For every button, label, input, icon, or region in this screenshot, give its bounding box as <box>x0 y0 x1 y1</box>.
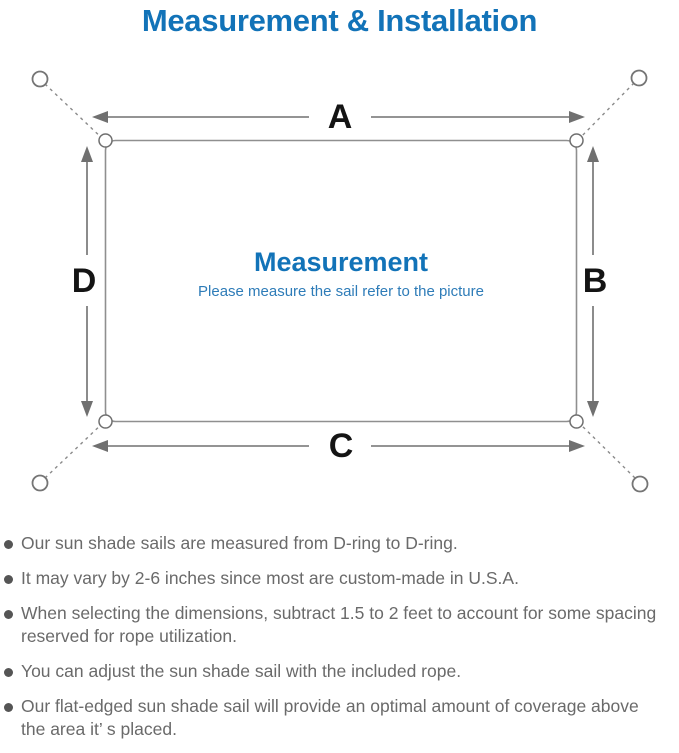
rope-line-bottom-right <box>576 420 636 479</box>
dimension-label-a: A <box>327 98 353 136</box>
note-text: When selecting the dimensions, subtract … <box>21 603 657 646</box>
rope-line-top-left <box>44 83 106 142</box>
arrow-a-left-head-icon <box>92 111 108 123</box>
dimension-label-b: B <box>582 262 608 300</box>
bullet-dot-icon <box>4 703 13 712</box>
measurement-heading: Measurement <box>253 247 429 277</box>
note-item: Our flat-edged sun shade sail will provi… <box>0 695 679 741</box>
rope-line-top-right <box>576 82 635 142</box>
note-text: Our flat-edged sun shade sail will provi… <box>21 696 639 739</box>
anchor-rings <box>31 69 649 493</box>
dimension-label-d: D <box>71 262 97 300</box>
d-ring-top-left-icon <box>98 133 113 148</box>
bullet-dot-icon <box>4 668 13 677</box>
measurement-callout: Measurement Please measure the sail refe… <box>198 246 484 301</box>
anchor-ring-bottom-right-icon <box>631 475 649 493</box>
sail-outline <box>104 139 578 423</box>
sail-measurement-diagram <box>31 69 649 493</box>
rope-line-bottom-left <box>44 420 106 479</box>
arrow-d-top-head-icon <box>81 146 93 162</box>
notes-list: Our sun shade sails are measured from D-… <box>0 532 679 753</box>
bullet-dot-icon <box>4 575 13 584</box>
dimension-arrows <box>81 111 599 452</box>
note-text: It may vary by 2-6 inches since most are… <box>21 568 519 588</box>
dimension-label-c: C <box>328 427 354 465</box>
anchor-ring-bottom-left-icon <box>31 474 49 492</box>
page-title: Measurement & Installation <box>141 3 538 38</box>
note-item: Our sun shade sails are measured from D-… <box>0 532 679 555</box>
measurement-caption: Please measure the sail refer to the pic… <box>198 283 484 301</box>
corner-d-rings <box>98 133 584 429</box>
bullet-dot-icon <box>4 610 13 619</box>
note-item: You can adjust the sun shade sail with t… <box>0 660 679 683</box>
anchor-ring-top-left-icon <box>31 70 49 88</box>
arrow-b-bottom-head-icon <box>587 401 599 417</box>
arrow-a-right-head-icon <box>569 111 585 123</box>
bullet-dot-icon <box>4 540 13 549</box>
anchor-ring-top-right-icon <box>630 69 648 87</box>
note-item: It may vary by 2-6 inches since most are… <box>0 567 679 590</box>
note-text: Our sun shade sails are measured from D-… <box>21 533 458 553</box>
arrow-b-top-head-icon <box>587 146 599 162</box>
d-ring-bottom-left-icon <box>98 414 113 429</box>
d-ring-top-right-icon <box>569 133 584 148</box>
d-ring-bottom-right-icon <box>569 414 584 429</box>
note-text: You can adjust the sun shade sail with t… <box>21 661 462 681</box>
arrow-d-bottom-head-icon <box>81 401 93 417</box>
note-item: When selecting the dimensions, subtract … <box>0 602 679 648</box>
arrow-c-left-head-icon <box>92 440 108 452</box>
arrow-c-right-head-icon <box>569 440 585 452</box>
